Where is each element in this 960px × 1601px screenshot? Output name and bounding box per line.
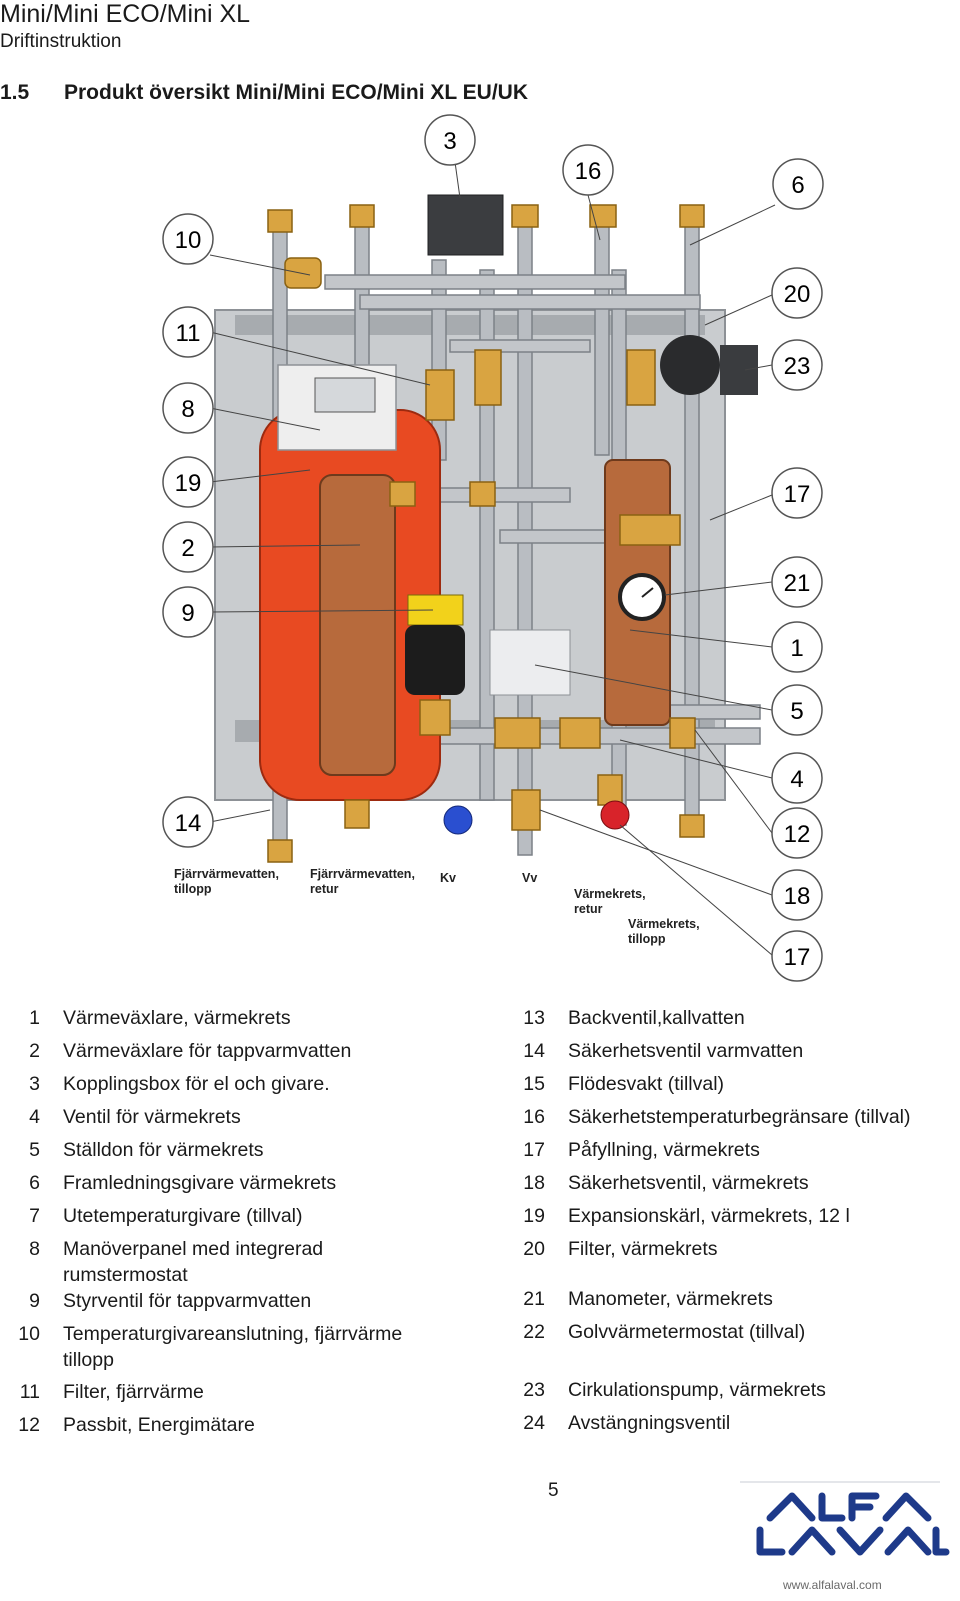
callout-label-14: 14 xyxy=(175,810,202,837)
callout-circle-5 xyxy=(771,684,823,736)
frame-rail-top xyxy=(235,315,705,335)
callout-circle-6 xyxy=(772,158,824,210)
control-valve-body xyxy=(405,625,465,695)
callout-circle-10 xyxy=(162,213,214,265)
callout-circle-8 xyxy=(162,382,214,434)
callout-circle-12 xyxy=(771,807,823,859)
callout-circle-20 xyxy=(771,267,823,319)
label-heating-supply-1: Värmekrets, xyxy=(628,917,700,931)
section-number: 1.5 xyxy=(0,81,30,104)
pipe-labels: Fjärrvärmevatten, tillopp Fjärrvärmevatt… xyxy=(174,867,700,946)
brass-fittings xyxy=(267,204,705,863)
callout-circle-11 xyxy=(162,306,214,358)
alfa-laval-logo xyxy=(740,1481,950,1556)
circulation-pump xyxy=(660,335,720,395)
pump-head xyxy=(720,345,758,395)
callout-circle-3 xyxy=(424,114,476,166)
callout-label-10: 10 xyxy=(175,227,202,254)
heating-return-valve xyxy=(600,800,630,830)
callout-label-17-top: 17 xyxy=(784,481,811,508)
leader-lines xyxy=(209,161,776,956)
callout-circle-4 xyxy=(771,752,823,804)
callout-circle-19 xyxy=(162,456,214,508)
callout-circle-17-bottom xyxy=(771,930,823,982)
callout-circle-16 xyxy=(562,144,614,196)
callout-circle-9 xyxy=(162,586,214,638)
callout-label-9: 9 xyxy=(181,600,194,627)
section-heading: 1.5 Produkt översikt Mini/Mini ECO/Mini X… xyxy=(0,80,528,106)
callout-label-23: 23 xyxy=(784,353,811,380)
label-hot-water: Vv xyxy=(522,871,537,885)
label-heating-return-1: Värmekrets, xyxy=(574,887,646,901)
label-heating-return-2: retur xyxy=(574,902,603,916)
callout-label-3: 3 xyxy=(443,128,456,155)
callout-circle-17-top xyxy=(771,467,823,519)
footer-url: www.alfalaval.com xyxy=(783,1578,882,1592)
label-district-supply-2: tillopp xyxy=(174,882,212,896)
label-district-return-1: Fjärrvärmevatten, xyxy=(310,867,415,881)
callout-label-17-bottom: 17 xyxy=(784,944,811,971)
callout-label-6: 6 xyxy=(791,172,804,199)
callout-label-5: 5 xyxy=(790,698,803,725)
section-title: Produkt översikt Mini/Mini ECO/Mini XL E… xyxy=(64,81,528,104)
label-cold-water: Kv xyxy=(440,871,456,885)
label-district-supply-1: Fjärrvärmevatten, xyxy=(174,867,279,881)
callout-label-1: 1 xyxy=(790,635,803,662)
callout-label-16: 16 xyxy=(575,158,602,185)
cold-water-valve xyxy=(443,805,473,835)
callout-label-11: 11 xyxy=(176,320,201,347)
control-display xyxy=(314,377,376,413)
callout-circle-23 xyxy=(771,339,823,391)
callout-label-12: 12 xyxy=(784,821,811,848)
callout-label-21: 21 xyxy=(784,570,811,597)
actuator-box xyxy=(489,629,571,696)
document-title: Mini/Mini ECO/Mini XL xyxy=(0,0,251,28)
page-number: 5 xyxy=(548,1480,559,1501)
callouts: 3 16 6 10 20 11 23 8 19 17 2 21 9 1 5 4 … xyxy=(162,114,824,982)
label-district-return-2: retur xyxy=(310,882,339,896)
callout-circle-21 xyxy=(771,556,823,608)
callout-circle-18 xyxy=(771,869,823,921)
callout-label-4: 4 xyxy=(790,766,803,793)
heat-exchanger-tapwater xyxy=(319,474,396,776)
callout-label-8: 8 xyxy=(181,396,194,423)
document-subtitle: Driftinstruktion xyxy=(0,31,122,52)
callout-circle-2 xyxy=(162,521,214,573)
callout-circle-1 xyxy=(771,621,823,673)
callout-label-18: 18 xyxy=(784,883,811,910)
callout-label-20: 20 xyxy=(784,281,811,308)
junction-box xyxy=(427,194,504,256)
label-heating-supply-2: tillopp xyxy=(628,932,666,946)
callout-circle-14 xyxy=(162,796,214,848)
product-diagram: 3 16 6 10 20 11 23 8 19 17 2 21 9 1 5 4 … xyxy=(162,114,824,982)
callout-label-2: 2 xyxy=(181,535,194,562)
callout-label-19: 19 xyxy=(175,470,202,497)
